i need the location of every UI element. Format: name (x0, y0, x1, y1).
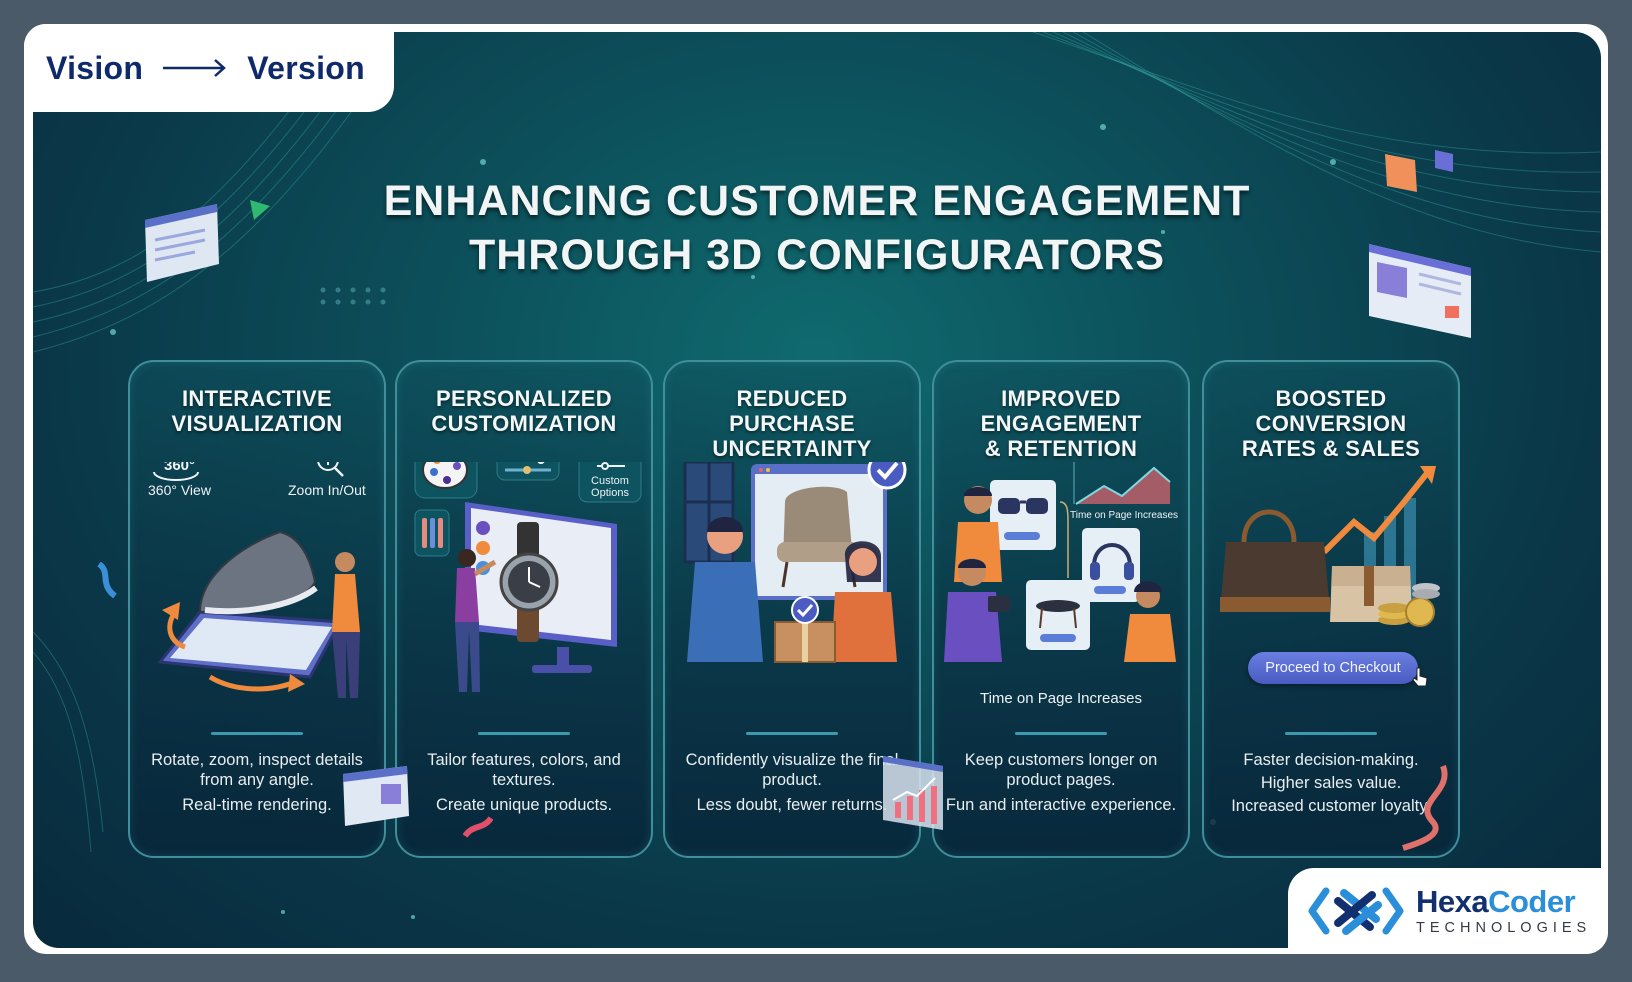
svg-text:Custom: Custom (591, 475, 629, 487)
ribbon-decoration (97, 562, 118, 598)
vision-version-tag: Vision Version (24, 24, 394, 112)
card-improved-engagement-retention: IMPROVED ENGAGEMENT & RETENTION Time on … (932, 360, 1190, 858)
card-description: Tailor features, colors, and textures. C… (427, 751, 621, 814)
chair-shoppers-illustration (675, 450, 909, 712)
title-line-2: THROUGH 3D CONFIGURATORS (468, 231, 1166, 279)
time-on-page-caption: Time on Page Increases (979, 690, 1143, 707)
title-line-1: ENHANCING CUSTOMER ENGAGEMENT (383, 177, 1251, 225)
floating-browser-window-decoration (145, 204, 219, 282)
divider (211, 732, 303, 735)
infographic-poster: ENHANCING CUSTOMER ENGAGEMENT THROUGH 3D… (33, 32, 1601, 948)
color-palette-icon (422, 451, 468, 489)
divider (1285, 732, 1377, 735)
divider (746, 732, 838, 735)
page-title: ENHANCING CUSTOMER ENGAGEMENT THROUGH 3D… (33, 174, 1601, 282)
check-badge-icon (867, 450, 907, 490)
divider (478, 732, 570, 735)
tag-vision: Vision (46, 49, 144, 86)
pointer-cursor-icon (1412, 667, 1428, 687)
shoe-tablet-illustration: 360° 360° (140, 449, 374, 712)
check-badge-icon (791, 596, 819, 624)
arrow-right-icon (163, 59, 227, 77)
hexacoder-logo-mark-icon (1308, 887, 1404, 935)
card-title: PERSONALIZED CUSTOMIZATION (431, 386, 617, 436)
floating-browser-window-decoration (343, 766, 409, 826)
proceed-to-checkout-button[interactable]: Proceed to Checkout (1248, 652, 1418, 684)
engagement-products-illustration: Time on Page Increases (944, 454, 1178, 712)
watch-customizer-illustration: Custom Options (407, 439, 642, 712)
headphones-icon (1090, 543, 1134, 580)
rotate-view-label: 360° View (148, 482, 211, 498)
card-title: INTERACTIVE VISUALIZATION (171, 386, 343, 436)
sunglasses-icon (998, 498, 1048, 514)
table-icon (1036, 600, 1080, 629)
watch-image (499, 522, 559, 642)
coins-icon (1378, 583, 1440, 627)
logo-subtitle: TECHNOLOGIES (1416, 920, 1592, 936)
floating-browser-window-decoration (1369, 244, 1471, 338)
card-description: Faster decision-making. Higher sales val… (1231, 751, 1431, 815)
svg-text:Time on Page Increases: Time on Page Increases (1070, 510, 1178, 521)
handbag-image (1220, 509, 1330, 612)
armchair-image (777, 486, 859, 588)
zoom-in-icon (317, 449, 344, 477)
rotate-360-icon: 360° (153, 457, 199, 481)
card-description: Confidently visualize the final product.… (685, 751, 899, 814)
logo-brand-name: HexaCoder (1416, 884, 1576, 919)
divider (1015, 732, 1107, 735)
card-title: BOOSTED CONVERSION RATES & SALES (1241, 386, 1421, 461)
triangle-decoration (250, 200, 270, 220)
card-boosted-conversion-sales: BOOSTED CONVERSION RATES & SALES (1202, 360, 1460, 858)
hexacoder-logo: HexaCoder TECHNOLOGIES (1288, 868, 1608, 954)
floating-card-decoration (1435, 150, 1453, 172)
svg-text:360°: 360° (164, 462, 195, 474)
svg-text:Options: Options (591, 487, 629, 499)
tag-version: Version (247, 49, 365, 86)
card-description: Keep customers longer on product pages. … (945, 751, 1177, 814)
ribbon-decoration (463, 816, 493, 838)
floating-analytics-window-decoration (883, 756, 943, 830)
card-personalized-customization: PERSONALIZED CUSTOMIZATION (395, 360, 653, 858)
ribbon-decoration (1402, 764, 1448, 851)
card-title: REDUCED PURCHASE UNCERTAINTY (712, 386, 872, 461)
zoom-label: Zoom In/Out (288, 482, 366, 498)
card-title: IMPROVED ENGAGEMENT & RETENTION (980, 386, 1142, 461)
time-on-page-chart-icon (1073, 454, 1171, 505)
bags-growth-illustration: Proceed to Checkout (1214, 462, 1448, 712)
card-reduced-purchase-uncertainty: REDUCED PURCHASE UNCERTAINTY (663, 360, 921, 858)
floating-card-decoration (1385, 154, 1417, 192)
card-description: Rotate, zoom, inspect details from any a… (151, 751, 363, 814)
